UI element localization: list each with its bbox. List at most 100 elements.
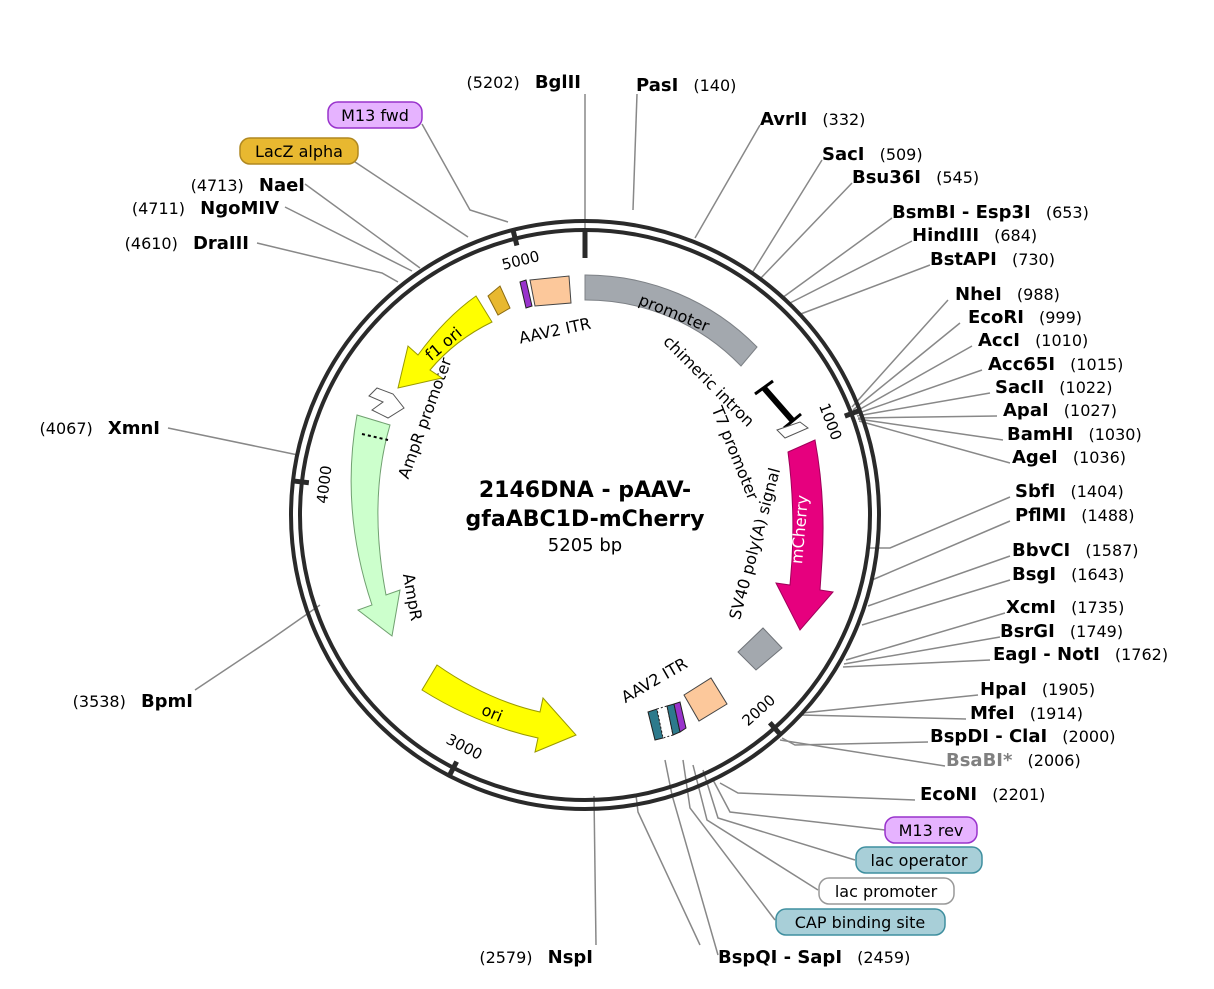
enzyme-pos-eagi-noti: (1762) <box>1115 645 1168 664</box>
leader-bsu36i <box>759 182 853 280</box>
enzyme-pos-bsu36i: (545) <box>936 168 979 187</box>
leader-apai <box>857 415 998 419</box>
lac-promoter-box-text: lac promoter <box>835 882 938 901</box>
leader-xmni <box>167 427 299 456</box>
enzyme-label-bsrgi: BsrGI (1749) <box>1000 621 1123 642</box>
leader-avrii <box>694 124 761 239</box>
enzyme-pos-sacii: (1022) <box>1059 378 1112 397</box>
enzyme-label-sbfi: SbfI (1404) <box>1015 481 1124 502</box>
enzyme-label-xmni: (4067) XmnI <box>40 418 160 439</box>
aav2-itr-bottom-feature <box>683 677 728 722</box>
leader-econi <box>719 782 916 801</box>
enzyme-label-pasi: PasI (140) <box>636 75 736 96</box>
leader-ecori <box>852 322 961 411</box>
boxed-label-lac-operator: lac operator <box>855 846 983 874</box>
laczalpha-feature <box>487 285 511 316</box>
boxed-label-lac-promoter: lac promoter <box>818 877 955 905</box>
enzyme-label-bsgi: BsgI (1643) <box>1012 564 1124 585</box>
leader-hpai <box>801 694 979 714</box>
enzyme-name-pasi: PasI <box>636 75 678 96</box>
enzyme-pos-saci: (509) <box>880 145 923 164</box>
leader-draiii <box>256 242 399 283</box>
boxed-label-m13-fwd: M13 fwd <box>327 101 423 129</box>
enzyme-name-bsrgi: BsrGI <box>1000 621 1055 642</box>
enzyme-label-bbvci: BbvCI (1587) <box>1012 540 1139 561</box>
leader-mfei <box>799 714 967 720</box>
enzyme-name-draiii: DraIII <box>193 233 249 254</box>
enzyme-labels: (5202) BglII PasI (140) AvrII (332) SacI… <box>40 72 1169 968</box>
leader-m13rev <box>711 777 886 831</box>
promoter-feature <box>584 274 758 367</box>
ori-feature <box>421 664 577 753</box>
enzyme-name-hindiii: HindIII <box>912 225 979 246</box>
leader-hindiii <box>787 240 913 305</box>
enzyme-pos-bamhi: (1030) <box>1088 425 1141 444</box>
enzyme-name-acci: AccI <box>978 330 1020 351</box>
leader-sbfi <box>870 496 1011 549</box>
enzyme-label-saci: SacI (509) <box>822 144 923 165</box>
enzyme-name-bsu36i: Bsu36I <box>852 167 921 188</box>
enzyme-pos-ngomiv: (4711) <box>132 199 185 218</box>
enzyme-pos-bsrgi: (1749) <box>1070 622 1123 641</box>
tick-mark-3000 <box>446 760 459 778</box>
enzyme-name-econi: EcoNI <box>920 784 977 805</box>
leader-bstapi <box>797 264 931 316</box>
aav2-itr-top-label: AAV2 ITR <box>517 314 592 348</box>
enzyme-label-hpai: HpaI (1905) <box>980 679 1095 700</box>
tick-label-4000: 4000 <box>313 465 335 505</box>
enzyme-name-bsabi: BsaBI* <box>946 750 1013 771</box>
leader-naei <box>304 183 421 269</box>
leader-lines <box>167 93 1011 956</box>
enzyme-pos-xcmi: (1735) <box>1071 598 1124 617</box>
boxed-label-lacz-alpha: LacZ alpha <box>239 137 359 165</box>
enzyme-label-hindiii: HindIII (684) <box>912 225 1037 246</box>
t7-promoter-feature <box>776 421 809 439</box>
enzyme-name-bamhi: BamHI <box>1007 424 1073 445</box>
enzyme-name-mfei: MfeI <box>970 703 1015 724</box>
enzyme-name-ecori: EcoRI <box>968 307 1024 328</box>
enzyme-pos-ecori: (999) <box>1039 308 1082 327</box>
enzyme-name-saci: SacI <box>822 144 864 165</box>
enzyme-pos-bsmbi-esp3i: (653) <box>1046 203 1089 222</box>
tick-label-3000: 3000 <box>443 730 485 764</box>
enzyme-label-mfei: MfeI (1914) <box>970 703 1083 724</box>
enzyme-label-bspqi-sapi: BspQI - SapI (2459) <box>718 947 910 968</box>
enzyme-pos-agei: (1036) <box>1073 448 1126 467</box>
enzyme-name-naei: NaeI <box>259 175 305 196</box>
lac-operator-box-text: lac operator <box>871 851 968 870</box>
enzyme-name-apai: ApaI <box>1003 400 1049 421</box>
leader-bamhi <box>857 418 1004 441</box>
enzyme-pos-pasi: (140) <box>693 76 736 95</box>
backbone-outer <box>289 219 881 811</box>
enzyme-pos-bstapi: (730) <box>1012 250 1055 269</box>
chimeric-intron-cap2 <box>783 412 802 430</box>
enzyme-name-bpmi: BpmI <box>141 691 193 712</box>
enzyme-label-bglii: (5202) BglII <box>467 72 581 93</box>
enzyme-label-bstapi: BstAPI (730) <box>930 249 1055 270</box>
enzyme-name-agei: AgeI <box>1012 447 1058 468</box>
leader-acc65i <box>855 369 983 415</box>
enzyme-label-xcmi: XcmI (1735) <box>1006 597 1124 618</box>
enzyme-name-bglii: BglII <box>535 72 581 93</box>
tick-label-5000: 5000 <box>500 247 541 274</box>
enzyme-pos-bspqi-sapi: (2459) <box>857 948 910 967</box>
enzyme-pos-hpai: (1905) <box>1042 680 1095 699</box>
tick-mark-1000 <box>843 407 862 419</box>
leader-acci <box>854 345 973 413</box>
enzyme-label-bspdi-clai: BspDI - ClaI (2000) <box>930 726 1115 747</box>
enzyme-label-bsabi: BsaBI* (2006) <box>946 750 1081 771</box>
leader-pasi <box>632 93 638 211</box>
leader-bsrgi <box>843 636 1001 665</box>
bottom-small-features <box>647 701 687 741</box>
enzyme-pos-apai: (1027) <box>1064 401 1117 420</box>
sv40-polya-feature <box>737 627 783 671</box>
enzyme-pos-bsabi: (2006) <box>1028 751 1081 770</box>
leader-eagi <box>842 659 991 668</box>
leader-bsabi <box>779 739 946 767</box>
enzyme-name-nhei: NheI <box>955 284 1002 305</box>
enzyme-name-hpai: HpaI <box>980 679 1027 700</box>
enzyme-pos-xmni: (4067) <box>40 419 93 438</box>
enzyme-name-bsmbi-esp3i: BsmBI - Esp3I <box>892 202 1031 223</box>
enzyme-name-bsgi: BsgI <box>1012 564 1056 585</box>
enzyme-pos-bsgi: (1643) <box>1071 565 1124 584</box>
